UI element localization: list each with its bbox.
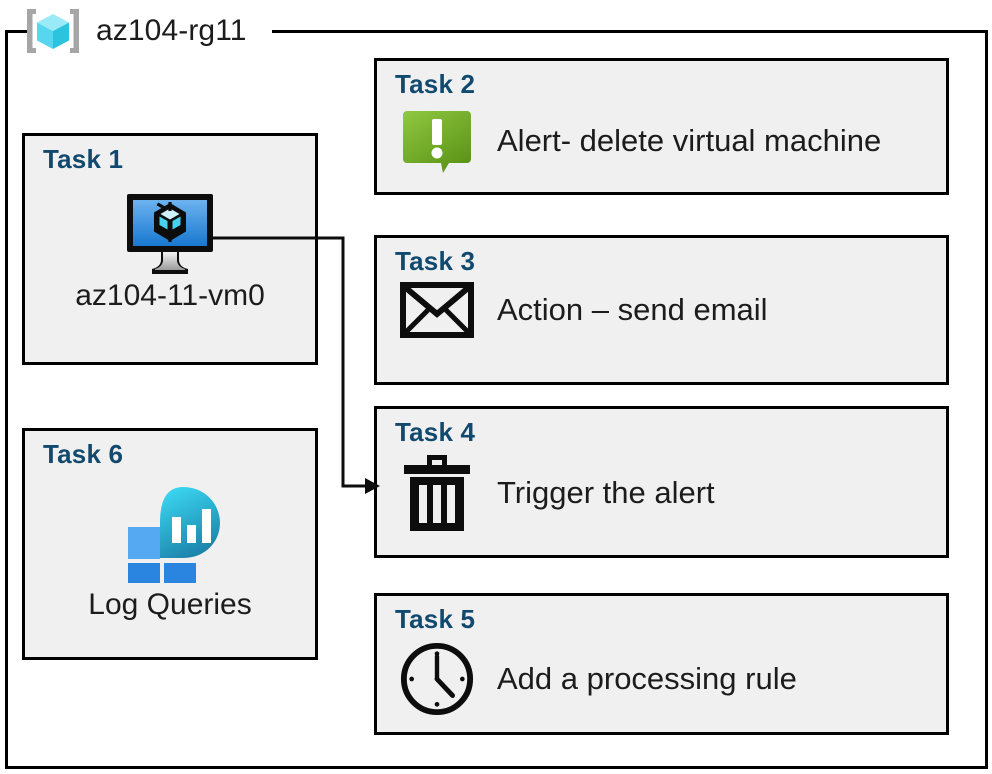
task-card-body: az104-11-vm0: [25, 184, 315, 362]
task-card-title: Task 2: [395, 69, 476, 99]
task-card-body: Log Queries: [25, 479, 315, 657]
alert-bubble-icon: [403, 111, 471, 173]
task-card-task1: Task 1: [22, 133, 318, 365]
resource-group-title-row: az104-rg11: [22, 2, 247, 60]
task-card-label: Trigger the alert: [497, 475, 715, 510]
task-card-label: Add a processing rule: [497, 661, 797, 696]
task-card-task3: Task 3 Action – send email: [374, 235, 949, 385]
resource-group-frame: [5, 30, 988, 769]
task-card-caption: Log Queries: [88, 588, 252, 621]
task-card-body: Add a processing rule: [399, 640, 936, 718]
clock-icon: [400, 642, 474, 716]
task-card-label: Alert- delete virtual machine: [497, 123, 882, 158]
task-card-body: Alert- delete virtual machine: [399, 105, 936, 177]
task-card-task2: Task 2 Alert- delete virtual machine: [374, 58, 949, 195]
trash-can-icon: [404, 455, 470, 531]
task-card-task5: Task 5 Add a processing rule: [374, 593, 949, 735]
log-analytics-icon: [128, 487, 220, 595]
task-card-title: Task 6: [43, 439, 124, 469]
task-card-title: Task 1: [43, 144, 124, 174]
task-card-caption: az104-11-vm0: [75, 279, 265, 312]
resource-group-cube-icon: [27, 9, 79, 53]
icon-container: [399, 282, 475, 338]
task-card-label: Action – send email: [497, 292, 768, 327]
resource-group-frame-top-left-segment: [5, 30, 27, 33]
icon-container: [399, 105, 475, 177]
task-card-task4: Task 4 Trigger the alert: [374, 406, 949, 558]
task-card-task6: Task 6: [22, 428, 318, 660]
envelope-icon: [400, 282, 474, 338]
icon-container: [116, 485, 224, 595]
virtual-machine-icon: [127, 194, 213, 274]
resource-group-frame-top-right-segment: [272, 30, 988, 33]
task-card-body: Trigger the alert: [399, 453, 936, 533]
icon-container: [399, 453, 475, 533]
icon-container: [399, 640, 475, 718]
task-card-title: Task 5: [395, 604, 476, 634]
task-card-title: Task 3: [395, 246, 476, 276]
task-card-body: Action – send email: [399, 282, 936, 338]
task-card-title: Task 4: [395, 417, 476, 447]
resource-group-name: az104-rg11: [96, 14, 247, 47]
icon-container: [123, 190, 217, 279]
